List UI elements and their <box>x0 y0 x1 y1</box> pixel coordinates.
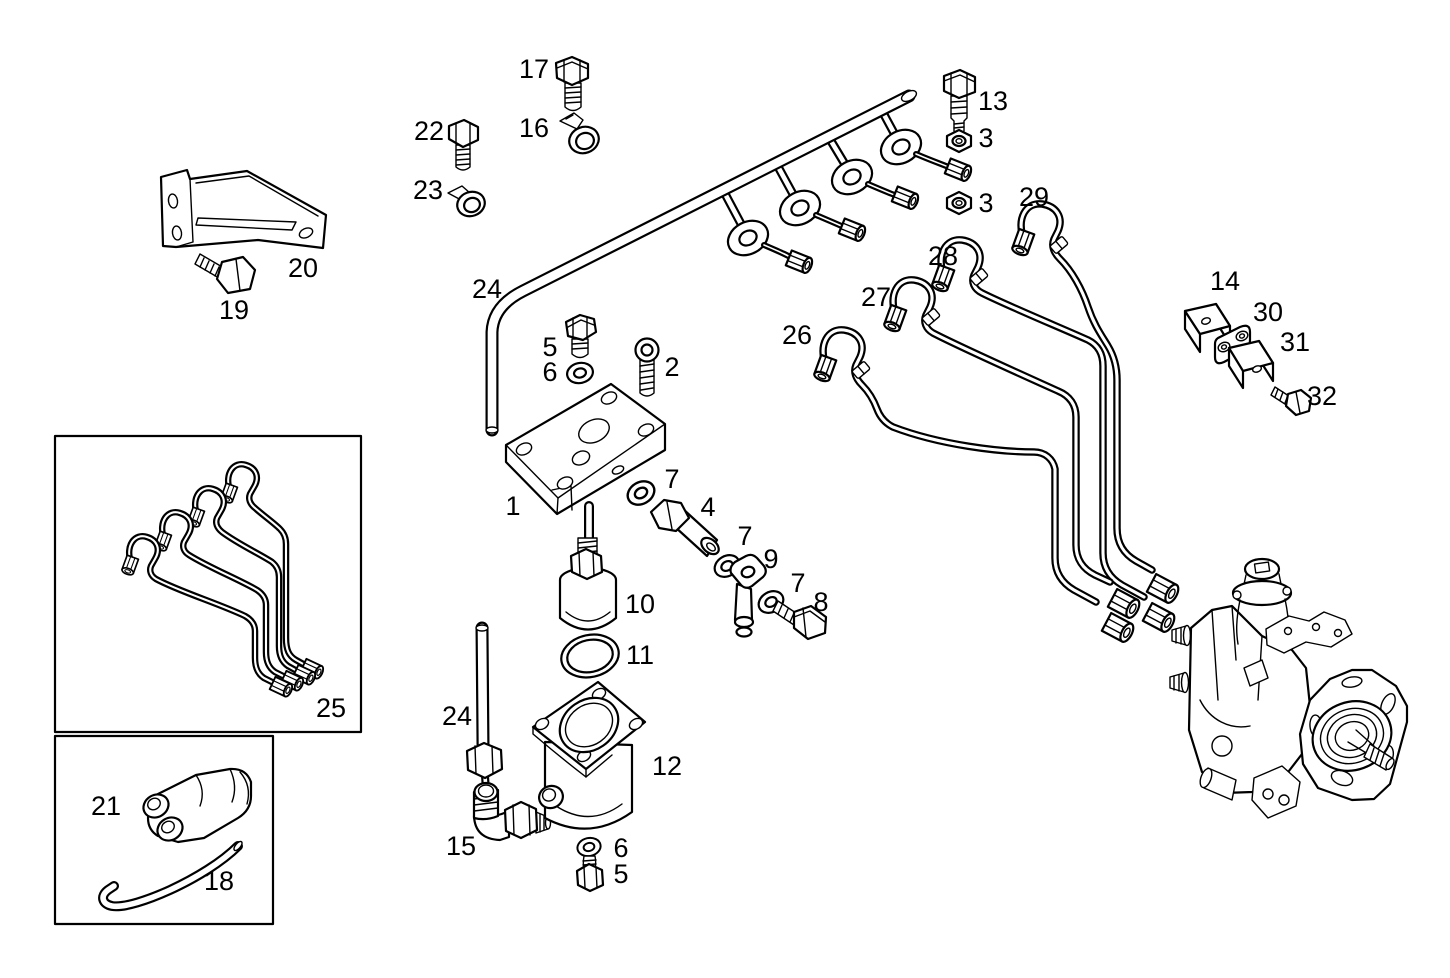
callout-22: 22 <box>414 116 444 146</box>
rail-pipe-open-end <box>485 426 499 434</box>
part-32-bolt <box>1270 386 1313 417</box>
part-8-bolt <box>772 600 828 641</box>
callout-7: 7 <box>737 521 752 551</box>
pump-left-port-bolts <box>1169 624 1192 694</box>
callout-5: 5 <box>542 332 557 362</box>
pipe-union-nut-3 <box>1141 601 1179 635</box>
callout-4: 4 <box>700 492 715 522</box>
pump-shaft-stub <box>1363 743 1393 771</box>
inset-box-25 <box>53 434 363 734</box>
callout-6: 6 <box>613 833 628 863</box>
callout-32: 32 <box>1307 381 1337 411</box>
callout-11: 11 <box>626 640 654 670</box>
part-20-bracket <box>159 168 328 250</box>
part-21-connector <box>142 767 253 844</box>
callout-10: 10 <box>625 589 655 619</box>
banjo-eyelet-3 <box>778 189 822 227</box>
callout-25: 25 <box>316 693 346 723</box>
part-1-cover-plate <box>504 382 667 516</box>
part-25-injection-pipe-set <box>120 461 326 699</box>
part-16-clamp <box>559 112 600 155</box>
inset-box-21-18 <box>53 734 275 926</box>
callout-14: 14 <box>1210 266 1240 296</box>
part-6-washer-lower <box>574 834 604 860</box>
leak-off-rail-pipe <box>487 91 914 435</box>
part-28-injection-pipe <box>929 236 1148 601</box>
injection-pump <box>1169 557 1409 819</box>
banjo-pipe-1 <box>915 153 952 169</box>
part-7-washer-a <box>622 475 660 511</box>
part-2-screw <box>634 337 660 397</box>
rail-pipe-nut-3 <box>837 217 869 244</box>
part-3-nut-lower <box>945 190 973 216</box>
part-5-bolt-upper <box>564 313 598 359</box>
part-19-bolt <box>194 253 257 295</box>
callout-26: 26 <box>782 320 812 350</box>
pump-mounting-flange <box>1298 668 1409 802</box>
callout-15: 15 <box>446 831 476 861</box>
callout-3: 3 <box>978 123 993 153</box>
part-23-clamp <box>447 185 486 218</box>
callout-24: 24 <box>442 701 472 731</box>
part-10-solenoid <box>558 501 618 631</box>
banjo-eyelet-1 <box>879 128 923 166</box>
pump-foot <box>1251 765 1301 819</box>
callout-19: 19 <box>219 295 249 325</box>
part-24-fuel-pipe-lower <box>465 621 504 794</box>
part-17-bolt <box>554 55 590 112</box>
pump-governor-tower <box>1231 557 1293 647</box>
part-29-injection-pipe <box>1009 200 1156 574</box>
callout-29: 29 <box>1019 182 1049 212</box>
callout-30: 30 <box>1253 297 1283 327</box>
callout-1: 1 <box>505 491 520 521</box>
callout-16: 16 <box>519 113 549 143</box>
callout-3: 3 <box>978 188 993 218</box>
callout-28: 28 <box>928 241 958 271</box>
callout-7: 7 <box>790 568 805 598</box>
banjo-eyelet-2 <box>830 158 874 196</box>
callout-12: 12 <box>652 751 682 781</box>
callout-5: 5 <box>613 859 628 889</box>
callout-17: 17 <box>519 54 549 84</box>
part-13-banjo-bolt <box>942 68 977 135</box>
leak-off-rail-assembly <box>485 89 975 437</box>
part-9-banjo-elbow <box>729 553 767 638</box>
callout-21: 21 <box>91 791 121 821</box>
callout-2: 2 <box>664 352 679 382</box>
part-3-nut-upper <box>945 128 973 154</box>
callout-6: 6 <box>542 357 557 387</box>
callout-23: 23 <box>413 175 443 205</box>
part-6-washer-upper <box>564 359 596 387</box>
part-4-union-fitting <box>649 498 720 558</box>
pipe-union-nut-1 <box>1145 572 1183 606</box>
part-12-filter-housing <box>531 680 647 830</box>
part-22-bolt <box>447 118 480 171</box>
callout-13: 13 <box>978 86 1008 116</box>
part-31-clamp-half <box>1227 339 1275 390</box>
part-26-injection-pipe <box>811 326 1100 606</box>
callout-31: 31 <box>1280 327 1310 357</box>
part-27-injection-pipe <box>881 276 1114 586</box>
rail-pipe-nut-1 <box>943 157 975 184</box>
callout-8: 8 <box>813 587 828 617</box>
pump-top-plate <box>1265 611 1353 654</box>
rail-end-cap <box>900 89 918 103</box>
part-15-elbow-fitting <box>472 781 552 842</box>
part-18-hose <box>98 840 243 912</box>
callout-18: 18 <box>204 866 234 896</box>
callout-9: 9 <box>763 544 778 574</box>
rail-pipe-nut-4 <box>784 249 816 276</box>
callout-24: 24 <box>472 274 502 304</box>
callout-7: 7 <box>664 464 679 494</box>
callout-27: 27 <box>861 282 891 312</box>
part-11-o-ring <box>560 633 620 679</box>
rail-pipe-nut-2 <box>890 185 922 212</box>
callout-20: 20 <box>288 253 318 283</box>
banjo-eyelet-4 <box>726 219 770 257</box>
part-5-bolt-lower <box>575 855 605 893</box>
